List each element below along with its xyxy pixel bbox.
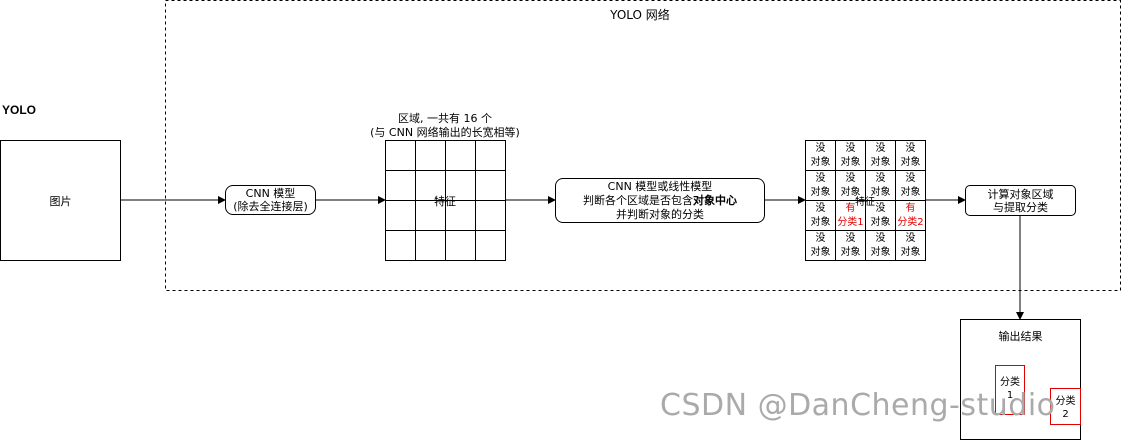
result-cell-line2: 对象: [870, 186, 891, 198]
result-grid-cell: 没对象: [895, 230, 926, 261]
result-grid-cell: 没对象: [865, 200, 896, 231]
result-grid-cell: 没对象: [805, 230, 836, 261]
feature-grid-cell: [415, 140, 446, 171]
result-cell-line1: 没: [845, 172, 856, 184]
result-cell-line1: 没: [875, 202, 886, 214]
regions-caption: 区域, 一共有 16 个 (与 CNN 网络输出的长宽相等): [355, 112, 535, 140]
output-result-box: 输出结果: [960, 319, 1081, 440]
result-cell-line2: 对象: [900, 246, 921, 258]
result-cell-line2: 分类2: [897, 216, 924, 228]
result-cell-line2: 分类1: [837, 216, 864, 228]
feature-grid-cell: [385, 170, 416, 201]
watermark: CSDN @DanCheng-studio: [660, 388, 1056, 423]
feature-grid-cell: [385, 200, 416, 231]
output-class1-box: 分类 1: [995, 365, 1025, 415]
classifier-line2-bold: 对象中心: [693, 193, 737, 207]
result-cell-line2: 对象: [840, 186, 861, 198]
result-grid-cell: 没对象: [835, 230, 866, 261]
classifier-line3: 并判断对象的分类: [616, 207, 704, 221]
compute-line1: 计算对象区域: [987, 187, 1054, 201]
feature-grid-cell: [415, 230, 446, 261]
result-cell-line1: 没: [875, 172, 886, 184]
compute-line2: 与提取分类: [993, 200, 1048, 214]
regions-caption-line1: 区域, 一共有 16 个: [398, 112, 492, 125]
cnn-model-line1: CNN 模型: [245, 187, 296, 200]
compute-region-box: 计算对象区域 与提取分类: [965, 185, 1076, 216]
result-cell-line2: 对象: [810, 156, 831, 168]
classifier-line2-text: 判断各个区域是否包含: [583, 193, 693, 207]
classifier-line2: 判断各个区域是否包含对象中心: [583, 194, 737, 208]
result-cell-line1: 没: [905, 142, 916, 154]
feature-grid-cell: [385, 140, 416, 171]
result-cell-line1: 没: [815, 232, 826, 244]
result-cell-line2: 对象: [840, 246, 861, 258]
feature-grid: [385, 140, 506, 261]
regions-caption-line2: (与 CNN 网络输出的长宽相等): [370, 126, 520, 139]
result-grid-cell: 没对象: [835, 170, 866, 201]
result-cell-line1: 没: [905, 172, 916, 184]
result-grid-cell: 没对象: [805, 140, 836, 171]
result-grid-cell: 没对象: [805, 170, 836, 201]
classifier-model-box: CNN 模型或线性模型 判断各个区域是否包含对象中心 并判断对象的分类: [555, 178, 765, 223]
yolo-network-frame: [165, 0, 1121, 291]
feature-grid-cell: [445, 140, 476, 171]
result-cell-line2: 对象: [810, 216, 831, 228]
result-grid-cell: 没对象: [865, 170, 896, 201]
result-cell-line2: 对象: [900, 156, 921, 168]
result-cell-line1: 没: [875, 142, 886, 154]
result-cell-line2: 对象: [900, 186, 921, 198]
feature-grid-cell: [385, 230, 416, 261]
result-grid-cell: 没对象: [895, 140, 926, 171]
output-result-label: 输出结果: [998, 330, 1043, 343]
cnn-model-line2: (除去全连接层): [233, 200, 308, 213]
yolo-network-label: YOLO 网络: [610, 8, 670, 22]
result-cell-line2: 对象: [870, 216, 891, 228]
cnn-model-box: CNN 模型 (除去全连接层): [225, 185, 316, 215]
result-cell-line1: 没: [845, 232, 856, 244]
result-grid-cell: 没对象: [865, 140, 896, 171]
result-cell-line1: 没: [905, 232, 916, 244]
output-class2-box: 分类 2: [1050, 388, 1081, 425]
result-grid-cell: 有分类2: [895, 200, 926, 231]
result-cell-line1: 没: [815, 142, 826, 154]
result-grid-cell: 没对象: [895, 170, 926, 201]
feature-grid-cell: [445, 230, 476, 261]
feature-grid-cell: [475, 140, 506, 171]
feature-grid-cell: [475, 230, 506, 261]
input-image-box: 图片: [0, 140, 121, 261]
result-cell-line2: 对象: [870, 246, 891, 258]
result-cell-line1: 没: [875, 232, 886, 244]
feature-grid-cell: [475, 170, 506, 201]
result-cell-line2: 对象: [810, 186, 831, 198]
result-grid-cell: 没对象: [835, 140, 866, 171]
result-cell-line1: 有: [905, 202, 916, 214]
result-cell-line2: 对象: [810, 246, 831, 258]
result-cell-line1: 有: [845, 202, 856, 214]
result-grid-overlay-label: 特征: [855, 197, 875, 208]
result-cell-line1: 没: [845, 142, 856, 154]
result-grid-cell: 没对象: [865, 230, 896, 261]
result-cell-line2: 对象: [840, 156, 861, 168]
feature-label: 特征: [434, 195, 456, 208]
result-cell-line1: 没: [815, 172, 826, 184]
result-cell-line2: 对象: [870, 156, 891, 168]
result-grid-cell: 没对象: [805, 200, 836, 231]
feature-grid-cell: [475, 200, 506, 231]
result-cell-line1: 没: [815, 202, 826, 214]
diagram-title: YOLO: [2, 103, 37, 117]
classifier-line1: CNN 模型或线性模型: [607, 179, 713, 193]
input-image-label: 图片: [49, 194, 72, 208]
